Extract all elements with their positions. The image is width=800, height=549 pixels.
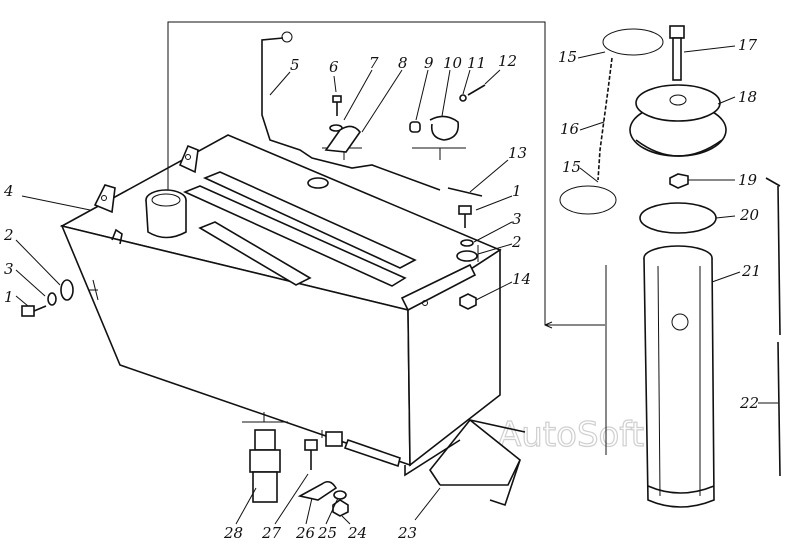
label-part-26: 26 xyxy=(295,524,316,542)
label-part-24: 24 xyxy=(347,524,367,542)
bolt-1-top xyxy=(458,205,472,228)
label-part-4: 4 xyxy=(3,182,14,200)
label-part-17: 17 xyxy=(738,36,758,54)
dipstick-22 xyxy=(765,177,781,477)
label-part-21: 21 xyxy=(741,262,761,280)
label-part-23: 23 xyxy=(397,524,417,542)
label-part-10: 10 xyxy=(443,54,463,72)
bolt-1-left xyxy=(21,305,47,317)
label-part-20: 20 xyxy=(739,206,760,224)
label-part-11: 11 xyxy=(467,54,486,72)
retaining-chain-16 xyxy=(597,57,613,181)
step-bracket-23 xyxy=(429,419,526,507)
filter-strainer-21 xyxy=(643,245,715,508)
part-labels: 4 2 3 1 5 6 7 8 9 10 11 12 13 1 3 2 14 1… xyxy=(3,36,761,542)
label-part-2-right: 2 xyxy=(511,233,522,251)
snap-ring-15-top xyxy=(602,28,664,56)
drain-fitting-28 xyxy=(249,429,281,503)
washer-2-left xyxy=(60,279,74,301)
gasket-20 xyxy=(639,202,717,234)
hose-clamp-10 xyxy=(429,115,460,141)
label-part-1-right: 1 xyxy=(512,182,522,200)
bolt-27 xyxy=(304,439,318,470)
label-part-19: 19 xyxy=(738,171,758,189)
nut-24 xyxy=(332,499,349,517)
fuel-tank xyxy=(59,134,502,477)
label-part-16: 16 xyxy=(560,120,580,138)
washer-25 xyxy=(333,490,347,500)
label-part-9: 9 xyxy=(424,54,434,72)
label-part-6: 6 xyxy=(329,58,339,76)
label-part-12: 12 xyxy=(498,52,517,70)
washer-3-top xyxy=(460,239,474,247)
clamp-26 xyxy=(297,480,338,501)
label-part-13: 13 xyxy=(508,144,527,162)
label-part-3-left: 3 xyxy=(4,260,14,278)
label-part-15-bottom: 15 xyxy=(562,158,581,176)
filler-cap-bolt-17 xyxy=(669,25,685,81)
breather-pipe xyxy=(261,31,441,191)
clamp-8 xyxy=(324,125,361,153)
label-part-25: 25 xyxy=(317,524,337,542)
bolt-11-12 xyxy=(459,84,486,102)
pin-13 xyxy=(447,187,483,197)
bolt-6 xyxy=(332,95,342,116)
leader-lines xyxy=(15,45,778,525)
label-part-8: 8 xyxy=(398,54,408,72)
label-part-15-top: 15 xyxy=(558,48,577,66)
label-part-14: 14 xyxy=(512,270,531,288)
label-part-18: 18 xyxy=(738,88,757,106)
washer-9 xyxy=(409,121,421,133)
watermark-text: AutoSoft xyxy=(498,415,644,455)
label-part-2-left: 2 xyxy=(3,226,14,244)
label-part-27: 27 xyxy=(261,524,282,542)
label-part-7: 7 xyxy=(369,54,379,72)
label-part-22: 22 xyxy=(739,394,759,412)
washer-3-left xyxy=(47,292,57,306)
nut-19 xyxy=(669,173,689,189)
nut-14 xyxy=(459,293,477,310)
leader-frame xyxy=(88,21,607,455)
label-part-5: 5 xyxy=(290,56,300,74)
label-part-3-right: 3 xyxy=(512,210,522,228)
label-part-1-left: 1 xyxy=(4,288,14,306)
snap-ring-15-bottom xyxy=(559,185,617,215)
washer-2-top xyxy=(456,250,478,262)
label-part-28: 28 xyxy=(223,524,243,542)
filler-cap-18 xyxy=(629,84,727,157)
